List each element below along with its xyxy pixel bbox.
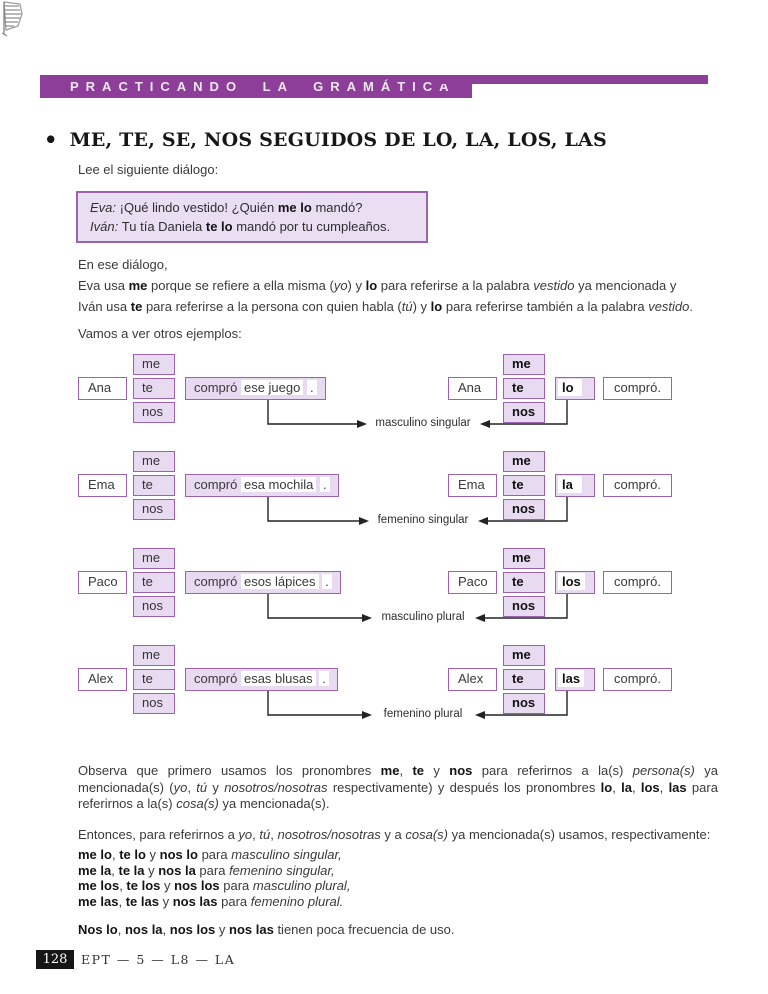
pronoun-cell: te — [133, 669, 175, 690]
indirect-pronoun-stack: me te nos — [133, 548, 175, 620]
subject-box: Paco — [448, 571, 497, 594]
indirect-pronoun-stack-bold: me te nos — [503, 451, 545, 523]
pronoun-cell: me — [133, 451, 175, 472]
example-row: Paco me te nos compró esos lápices . Pac… — [0, 548, 768, 632]
connector-arrows — [267, 594, 568, 622]
pronoun-cell: me — [503, 354, 545, 375]
pronoun-cell: me — [133, 548, 175, 569]
pronoun-cell: me — [503, 645, 545, 666]
pronoun-cell: me — [503, 548, 545, 569]
title-text: ME, TE, SE, NOS SEGUIDOS DE LO, LA, LOS,… — [69, 129, 607, 151]
pronoun-cell: nos — [133, 693, 175, 714]
title-bullet: • — [44, 127, 58, 152]
arrowhead-left-icon — [480, 420, 490, 428]
arrowhead-left-icon — [475, 711, 485, 719]
corner-sketch-decoration — [1, 1, 23, 37]
indirect-pronoun-stack-bold: me te nos — [503, 645, 545, 717]
arrowhead-right-icon — [362, 614, 372, 622]
summary-intro-paragraph: Entonces, para referirnos a yo, tú, noso… — [78, 827, 711, 842]
indirect-pronoun-stack-bold: me te nos — [503, 548, 545, 620]
direct-pronoun-box: las — [555, 668, 595, 691]
arrowhead-left-icon — [478, 517, 488, 525]
gender-number-label: femenino plural — [383, 708, 463, 720]
indirect-pronoun-stack: me te nos — [133, 354, 175, 426]
sentence-box: compró esa mochila . — [185, 474, 339, 497]
combination-line: me los, te los y nos los para masculino … — [78, 878, 351, 893]
sentence-box: compró ese juego . — [185, 377, 326, 400]
verb-box: compró. — [603, 668, 672, 691]
subject-box: Ema — [448, 474, 497, 497]
combination-line: me la, te la y nos la para femenino sing… — [78, 862, 335, 878]
examples-intro-line: Vamos a ver otros ejemplos: — [78, 326, 242, 341]
pronoun-cell: te — [503, 378, 545, 399]
indirect-pronoun-stack-bold: me te nos — [503, 354, 545, 426]
direct-pronoun-box: lo — [555, 377, 595, 400]
explanation-paragraph: En ese diálogo,Eva usa me porque se refi… — [78, 257, 694, 314]
pronoun-cell: nos — [133, 499, 175, 520]
pronoun-cell: nos — [503, 596, 545, 617]
direct-pronoun-box: la — [555, 474, 595, 497]
sentence-box: compró esas blusas . — [185, 668, 338, 691]
connector-arrows — [267, 400, 568, 428]
usage-note: Nos lo, nos la, nos los y nos las tienen… — [78, 922, 455, 937]
verb-box: compró. — [603, 474, 672, 497]
pronoun-cell: te — [503, 669, 545, 690]
subject-box: Ana — [78, 377, 127, 400]
verb-box: compró. — [603, 377, 672, 400]
connector-arrows — [267, 497, 568, 525]
pronoun-cell: nos — [503, 693, 545, 714]
pronoun-cell: nos — [503, 402, 545, 423]
example-row: Ana me te nos compró ese juego . Ana me … — [0, 354, 768, 438]
combination-line: me lo, te lo y nos lo para masculino sin… — [78, 847, 342, 862]
pronoun-cell: nos — [133, 596, 175, 617]
gender-number-label: masculino plural — [381, 611, 465, 623]
subject-box: Paco — [78, 571, 127, 594]
pronoun-cell: te — [133, 572, 175, 593]
pronoun-cell: nos — [503, 499, 545, 520]
gender-number-label: femenino singular — [377, 514, 469, 526]
pronoun-cell: me — [133, 645, 175, 666]
pronoun-cell: me — [503, 451, 545, 472]
pronoun-cell: te — [133, 475, 175, 496]
section-banner: PRACTICANDO LA GRAMÁTICA — [40, 75, 472, 98]
subject-box: Alex — [78, 668, 127, 691]
arrowhead-right-icon — [357, 420, 367, 428]
combination-line: me las, te las y nos las para femenino p… — [78, 893, 344, 909]
example-row: Ema me te nos compró esa mochila . Ema m… — [0, 451, 768, 535]
gender-number-label: masculino singular — [375, 417, 471, 429]
sentence-box: compró esos lápices . — [185, 571, 341, 594]
pronoun-cell: te — [503, 475, 545, 496]
edition-code: EPT — 5 — L8 — LA — [81, 952, 236, 967]
pronoun-cell: nos — [133, 402, 175, 423]
pronoun-cell: te — [133, 378, 175, 399]
indirect-pronoun-stack: me te nos — [133, 645, 175, 717]
dialog-box: Eva: ¡Qué lindo vestido! ¿Quién me lo ma… — [76, 191, 428, 243]
banner-extension-bar — [442, 75, 708, 84]
subject-box: Ema — [78, 474, 127, 497]
arrowhead-right-icon — [359, 517, 369, 525]
subject-box: Alex — [448, 668, 497, 691]
section-title: • ME, TE, SE, NOS SEGUIDOS DE LO, LA, LOS… — [44, 127, 607, 152]
intro-line: Lee el siguiente diálogo: — [78, 162, 219, 177]
arrowhead-left-icon — [475, 614, 485, 622]
pronoun-cell: me — [133, 354, 175, 375]
dialog-line-eva: Eva: ¡Qué lindo vestido! ¿Quién me lo ma… — [90, 200, 363, 215]
dialog-line-ivan: Iván: Tu tía Daniela te lo mandó por tu … — [90, 219, 391, 234]
arrowhead-right-icon — [362, 711, 372, 719]
example-row: Alex me te nos compró esas blusas . Alex… — [0, 645, 768, 729]
connector-arrows — [267, 691, 568, 719]
page-number-badge: 128 — [36, 950, 74, 969]
direct-pronoun-box: los — [555, 571, 595, 594]
combination-list: me lo, te lo y nos lo para masculino sin… — [78, 847, 350, 909]
observation-paragraph: Observa que primero usamos los pronombre… — [78, 763, 718, 811]
subject-box: Ana — [448, 377, 497, 400]
verb-box: compró. — [603, 571, 672, 594]
pronoun-cell: te — [503, 572, 545, 593]
indirect-pronoun-stack: me te nos — [133, 451, 175, 523]
